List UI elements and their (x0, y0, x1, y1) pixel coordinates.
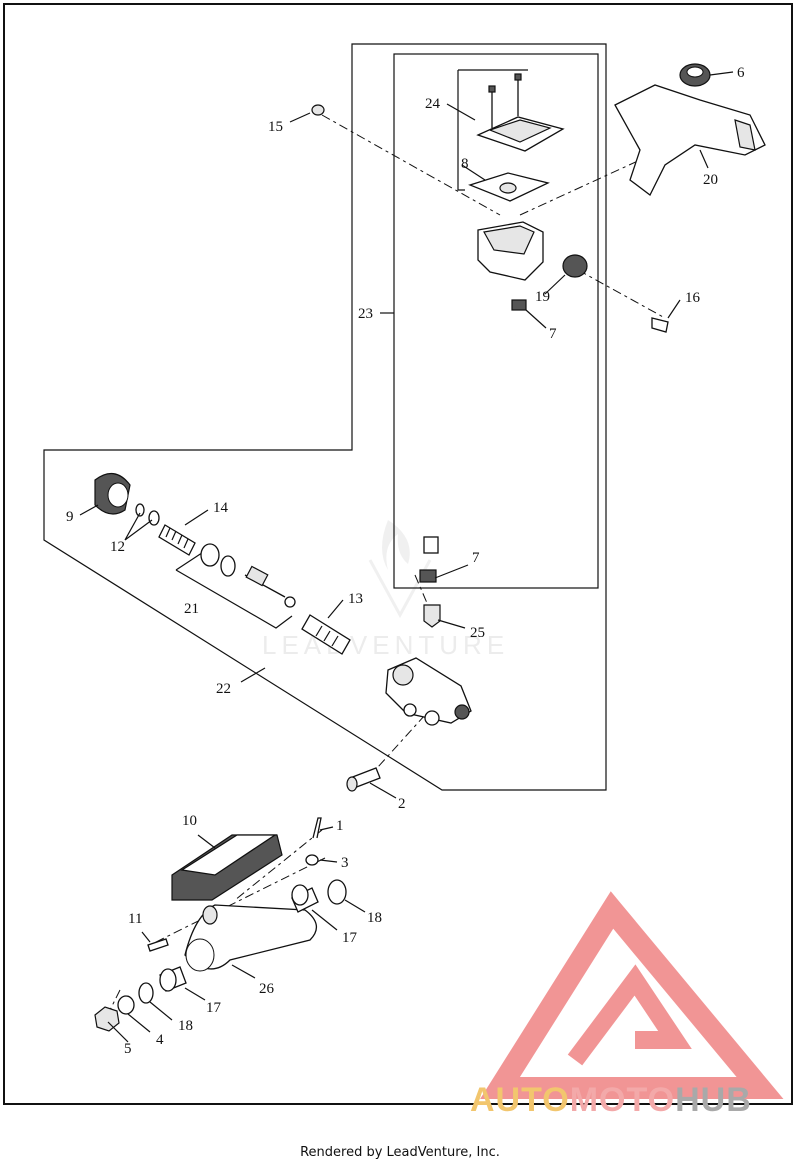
callout-labels: 1 2 3 4 5 6 7 7 8 9 10 11 12 13 14 15 16… (66, 65, 745, 1057)
callout-17-left: 17 (206, 1000, 222, 1016)
automotohub-logo-icon (480, 891, 784, 1099)
callout-13: 13 (348, 591, 363, 607)
logo-part-hub: HUB (675, 1081, 752, 1119)
assembly-boundary-22-23 (43, 43, 607, 791)
callout-10: 10 (182, 813, 197, 829)
callout-4: 4 (156, 1032, 164, 1048)
footer-credit: Rendered by LeadVenture, Inc. (300, 1145, 500, 1160)
callout-1: 1 (336, 818, 344, 834)
leadventure-flame-icon (368, 520, 432, 619)
callout-7-top: 7 (549, 326, 557, 342)
automotohub-logo-text: AUTOMOTOHUB (470, 1083, 752, 1117)
callout-8: 8 (461, 156, 469, 172)
assembly-lines (104, 114, 666, 1021)
callout-14: 14 (213, 500, 229, 516)
callout-18-left: 18 (178, 1018, 193, 1034)
callout-18-right: 18 (367, 910, 382, 926)
leader-lines (79, 71, 734, 1043)
callout-9: 9 (66, 509, 74, 525)
callout-20: 20 (703, 172, 718, 188)
callout-2: 2 (398, 796, 406, 812)
reservoir-box-23 (393, 53, 599, 589)
callout-3: 3 (341, 855, 349, 871)
callout-19: 19 (535, 289, 550, 305)
callout-11: 11 (128, 911, 142, 927)
logo-part-auto: AUTO (470, 1081, 570, 1119)
diagram-frame (3, 3, 793, 1105)
leadventure-watermark: LEADVENTURE (262, 630, 510, 660)
logo-part-moto: MOTO (569, 1081, 676, 1119)
callout-21: 21 (184, 601, 199, 617)
callout-23: 23 (358, 306, 373, 322)
callout-15: 15 (268, 119, 283, 135)
callout-6: 6 (737, 65, 745, 81)
callout-7-bottom: 7 (472, 550, 480, 566)
callout-24: 24 (425, 96, 441, 112)
callout-17-right: 17 (342, 930, 358, 946)
callout-25: 25 (470, 625, 485, 641)
callout-26: 26 (259, 981, 275, 997)
parts (94, 63, 766, 1032)
callout-16: 16 (685, 290, 701, 306)
callout-12: 12 (110, 539, 125, 555)
callout-22: 22 (216, 681, 231, 697)
callout-5: 5 (124, 1041, 132, 1057)
